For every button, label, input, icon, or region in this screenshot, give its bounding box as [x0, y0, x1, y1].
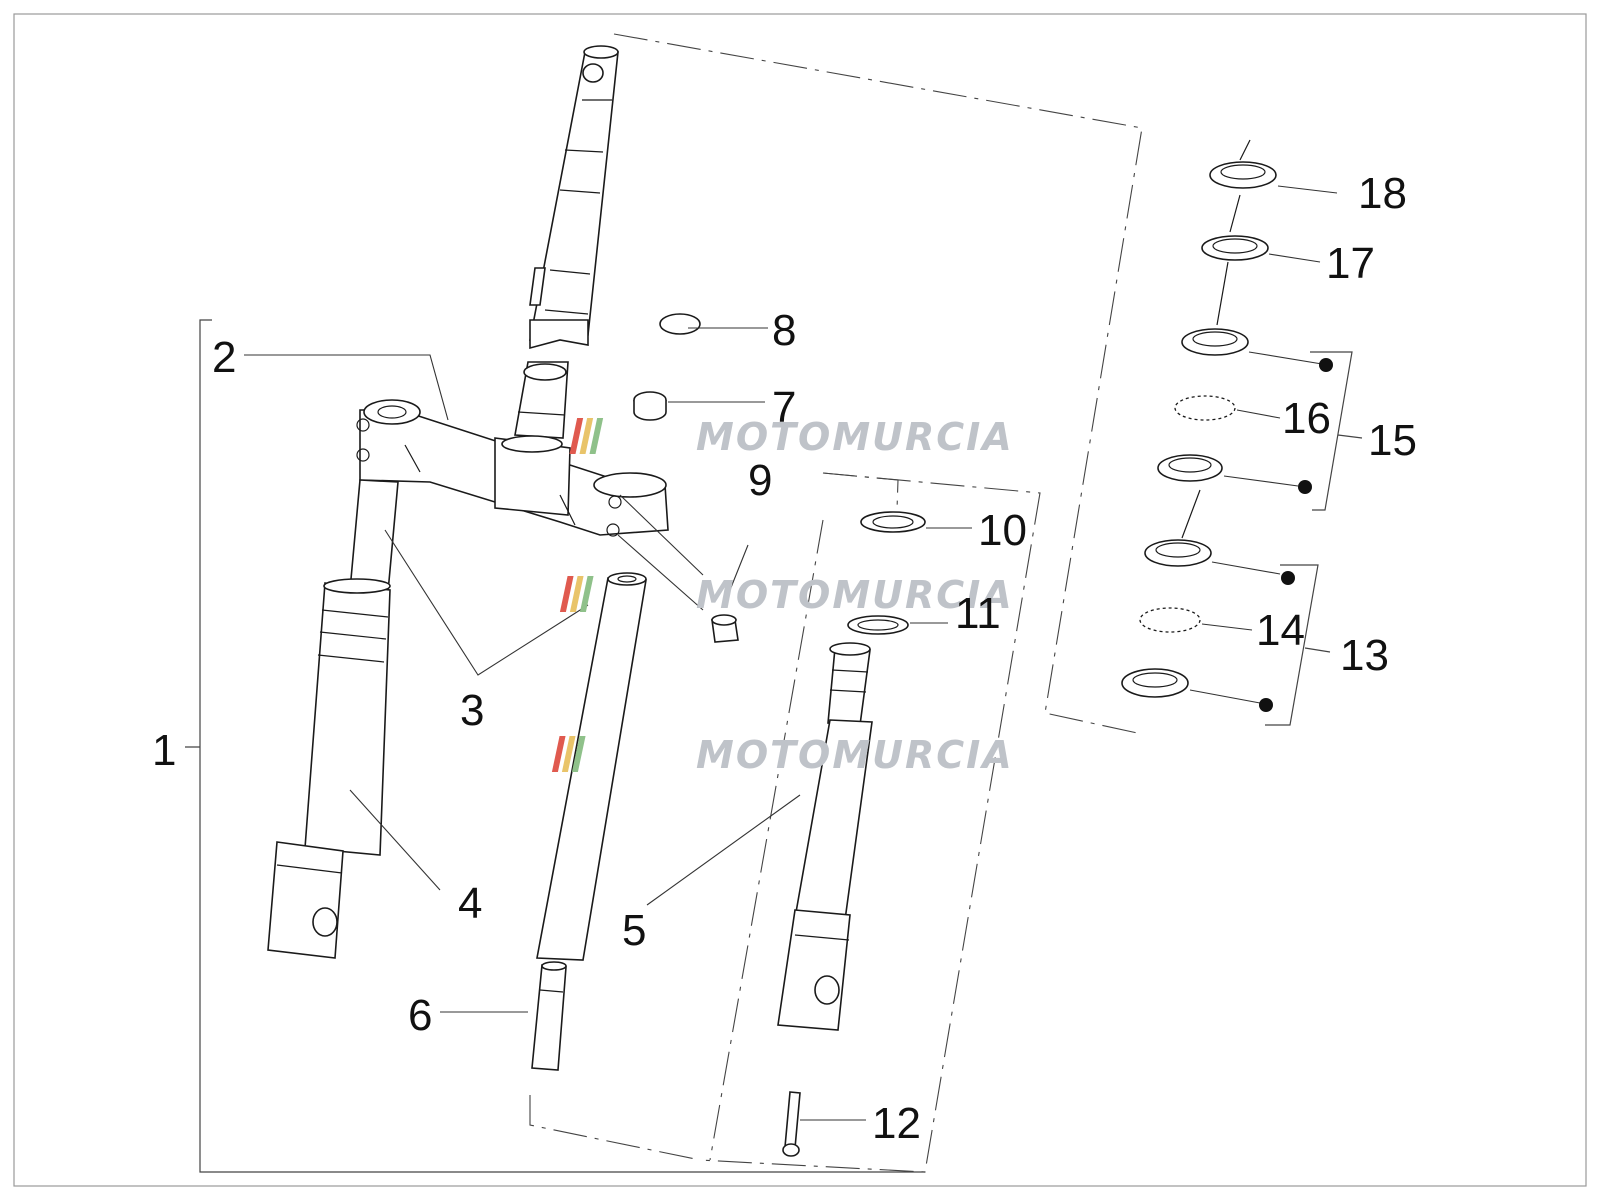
steering-stem — [529, 45, 619, 350]
watermark-3: MOTOMURCIA — [551, 733, 1014, 777]
watermark-text: MOTOMURCIA — [696, 573, 1014, 617]
part-13-lower-cup — [1121, 668, 1189, 698]
label-14: 14 — [1256, 606, 1305, 655]
right-fork-leg — [777, 642, 873, 1031]
triple-clamp — [356, 361, 669, 537]
part-14-ball-cage — [1139, 607, 1201, 633]
part-12-screw — [782, 1091, 801, 1157]
group-outline-inner — [529, 472, 899, 1161]
label-4: 4 — [458, 879, 482, 928]
bracket-1 — [185, 319, 925, 1173]
watermark-text: MOTOMURCIA — [696, 415, 1014, 459]
part-9-bolt — [711, 614, 739, 643]
watermark-2: MOTOMURCIA — [559, 573, 1014, 617]
part-6-spacer — [531, 961, 567, 1071]
bracket-13 — [1265, 564, 1331, 726]
diagram-frame — [13, 13, 1587, 1187]
label-1: 1 — [152, 726, 176, 775]
watermark-1: MOTOMURCIA — [569, 415, 1014, 459]
part-17-washer — [1201, 235, 1269, 261]
part-18-ring-nut — [1209, 161, 1277, 189]
part-16-ball-cage — [1174, 395, 1236, 421]
part-11-ring — [847, 615, 909, 635]
label-16: 16 — [1282, 394, 1331, 443]
label-15: 15 — [1368, 416, 1417, 465]
part-15-upper-cup — [1181, 328, 1249, 356]
part-7-plug — [633, 391, 667, 421]
part-10-seal — [860, 511, 926, 533]
part-8-cap — [659, 313, 701, 335]
leader-lines — [244, 185, 1338, 1121]
label-18: 18 — [1358, 169, 1407, 218]
label-10: 10 — [978, 506, 1027, 555]
part-15-lower-cup — [1157, 454, 1223, 482]
callout-labels: 1 2 3 4 5 6 7 8 9 10 11 12 13 14 15 16 1… — [152, 169, 1417, 1148]
label-7: 7 — [772, 383, 796, 432]
part-13-upper-cup — [1144, 539, 1212, 567]
bearing-axis — [1181, 139, 1251, 539]
label-13: 13 — [1340, 631, 1389, 680]
group-outline-steering — [613, 33, 1143, 735]
label-5: 5 — [622, 906, 646, 955]
group-outline-fork-leg — [699, 472, 1041, 1173]
damper-tube — [536, 572, 647, 961]
label-11: 11 — [955, 589, 1001, 638]
label-8: 8 — [772, 306, 796, 355]
bracket-15 — [1310, 351, 1363, 511]
watermark-text: MOTOMURCIA — [696, 733, 1014, 777]
label-9: 9 — [748, 456, 772, 505]
label-12: 12 — [872, 1099, 921, 1148]
label-6: 6 — [408, 991, 432, 1040]
label-3: 3 — [460, 686, 484, 735]
label-2: 2 — [212, 333, 236, 382]
label-17: 17 — [1326, 239, 1375, 288]
left-fork-leg — [267, 479, 399, 959]
